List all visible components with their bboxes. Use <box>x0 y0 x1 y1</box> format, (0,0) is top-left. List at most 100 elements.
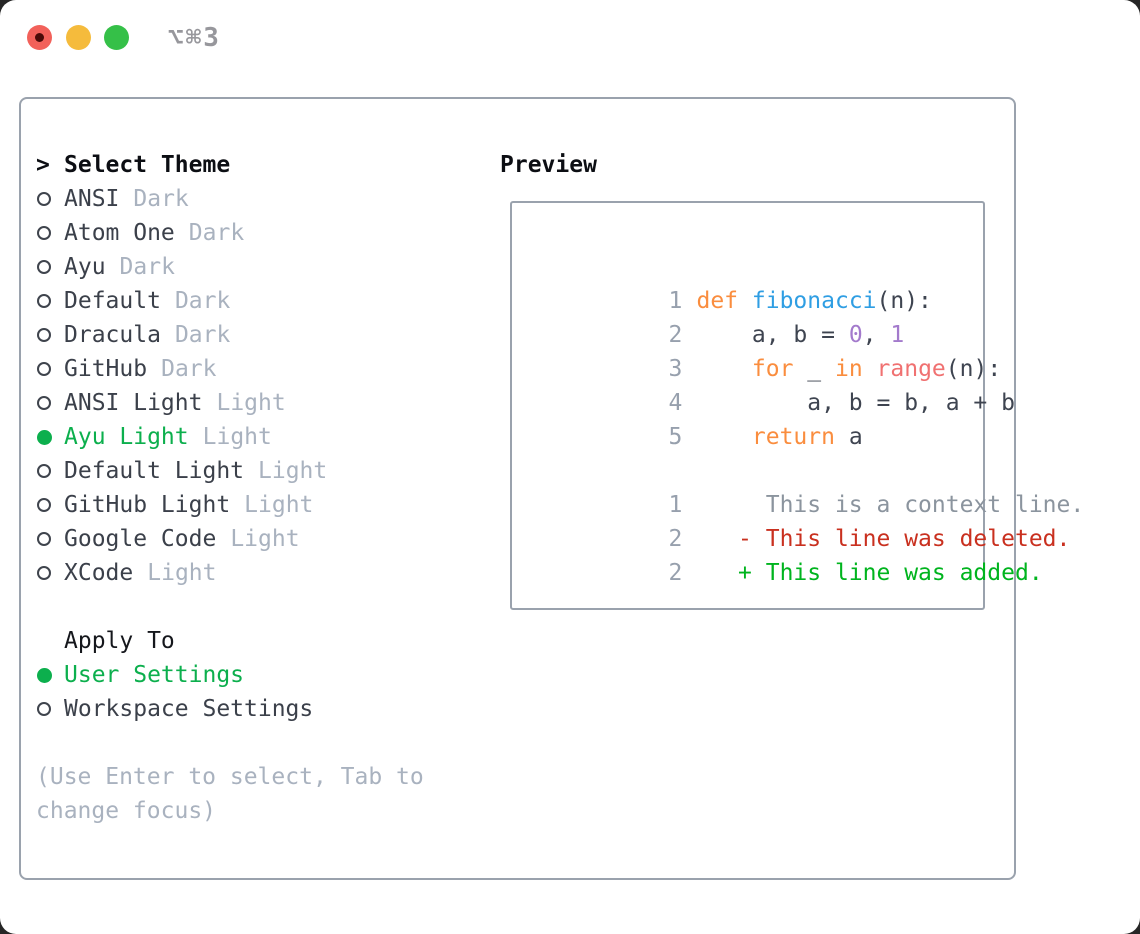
radio-unselected-icon <box>37 498 51 512</box>
theme-option-github-dark[interactable]: GitHub Dark <box>36 352 468 386</box>
radio-unselected-icon <box>37 464 51 478</box>
theme-variant: Light <box>244 492 314 518</box>
code-segment: in <box>834 356 863 382</box>
apply-to-header: Apply To <box>36 624 468 658</box>
preview-title: Preview <box>500 152 597 178</box>
apply-option-label: User Settings <box>64 662 245 688</box>
zoom-button[interactable] <box>104 25 129 50</box>
theme-option-google-code-light[interactable]: Google Code Light <box>36 522 468 556</box>
code-segment <box>696 356 751 382</box>
radio-unselected-icon <box>37 192 51 206</box>
theme-option-xcode-light[interactable]: XCode Light <box>36 556 468 590</box>
theme-name: GitHub Light <box>64 492 231 518</box>
code-line: 3 for _ in range(n): <box>530 318 1001 382</box>
theme-name: GitHub <box>64 356 148 382</box>
theme-option-ayu-light[interactable]: Ayu Light Light <box>36 420 468 454</box>
theme-variant: Light <box>258 458 328 484</box>
cursor-prefix: > <box>36 152 50 178</box>
code-segment: for <box>751 356 794 382</box>
theme-variant: Light <box>202 424 272 450</box>
line-number: 2 <box>668 526 683 552</box>
close-dot-icon <box>35 33 44 42</box>
line-number: 4 <box>668 390 683 416</box>
theme-option-default-dark[interactable]: Default Dark <box>36 284 468 318</box>
code-segment: , <box>862 322 891 348</box>
theme-name: Default <box>64 288 161 314</box>
radio-unselected-icon <box>37 260 51 274</box>
diff-text: - This line was deleted. <box>696 526 1071 552</box>
code-line: 2 a, b = 0, 1 <box>530 284 983 348</box>
apply-to-title: Apply To <box>64 628 175 654</box>
code-segment: a, b = <box>696 322 849 348</box>
code-segment: a <box>834 424 863 450</box>
minimize-button[interactable] <box>66 25 91 50</box>
apply-option-workspace-settings[interactable]: Workspace Settings <box>36 692 468 726</box>
spacer <box>36 590 468 624</box>
radio-selected-icon <box>37 429 52 445</box>
theme-list-column: > Select Theme ANSI Dark Atom One Dark A… <box>36 148 468 828</box>
code-segment <box>738 288 752 314</box>
code-segment: (n): <box>945 356 1002 382</box>
theme-option-ansi-dark[interactable]: ANSI Dark <box>36 182 468 216</box>
radio-unselected-icon <box>37 294 51 308</box>
select-theme-header: > Select Theme <box>36 148 468 182</box>
radio-unselected-icon <box>37 532 51 546</box>
theme-variant: Dark <box>161 356 217 382</box>
radio-unselected-icon <box>37 702 51 716</box>
line-number: 2 <box>668 560 683 586</box>
theme-name: Atom One <box>64 220 175 246</box>
radio-unselected-icon <box>37 566 51 580</box>
radio-unselected-icon <box>37 328 51 342</box>
theme-variant: Light <box>230 526 300 552</box>
code-segment: return <box>751 424 835 450</box>
diff-line-added: 2 + This line was added. <box>530 522 1042 586</box>
code-segment: (n): <box>876 288 932 314</box>
select-theme-title: Select Theme <box>64 152 231 178</box>
code-segment <box>696 424 751 450</box>
spacer <box>36 726 468 760</box>
diff-text: This is a context line. <box>696 492 1085 518</box>
theme-variant: Light <box>216 390 286 416</box>
theme-option-atom-one-dark[interactable]: Atom One Dark <box>36 216 468 250</box>
theme-variant: Light <box>147 560 217 586</box>
code-segment: def <box>696 288 739 314</box>
window-title: ⌥⌘3 <box>168 23 221 53</box>
preview-header: Preview <box>500 148 985 182</box>
line-number: 1 <box>668 492 683 518</box>
theme-option-default-light[interactable]: Default Light Light <box>36 454 468 488</box>
line-number: 1 <box>668 288 683 314</box>
code-line: 5 return a <box>530 386 983 450</box>
theme-picker-panel: > Select Theme ANSI Dark Atom One Dark A… <box>19 97 1084 880</box>
apply-option-user-settings[interactable]: User Settings <box>36 658 468 692</box>
radio-unselected-icon <box>37 226 51 240</box>
theme-option-ansi-light[interactable]: ANSI Light Light <box>36 386 468 420</box>
theme-name: ANSI Light <box>64 390 203 416</box>
diff-text: + This line was added. <box>696 560 1043 586</box>
code-segment: 0 <box>848 322 863 348</box>
code-line: 1 def fibonacci(n): <box>530 250 983 314</box>
theme-variant: Dark <box>119 254 175 280</box>
theme-option-github-light[interactable]: GitHub Light Light <box>36 488 468 522</box>
radio-selected-icon <box>37 667 52 683</box>
code-segment: 1 <box>890 322 905 348</box>
code-segment: _ <box>793 356 835 382</box>
diff-line-context: 1 This is a context line. <box>530 454 1084 518</box>
titlebar: ⌥⌘3 <box>0 0 1140 72</box>
close-button[interactable] <box>27 25 52 50</box>
theme-variant: Dark <box>133 186 189 212</box>
theme-variant: Dark <box>174 322 231 348</box>
theme-option-ayu-dark[interactable]: Ayu Dark <box>36 250 468 284</box>
theme-option-dracula-dark[interactable]: Dracula Dark <box>36 318 468 352</box>
theme-name: XCode <box>64 560 134 586</box>
keyboard-hint: (Use Enter to select, Tab to change focu… <box>36 764 424 824</box>
line-number: 5 <box>668 424 683 450</box>
theme-name: Google Code <box>64 526 217 552</box>
code-segment: fibonacci <box>751 288 877 314</box>
theme-variant: Dark <box>174 288 231 314</box>
theme-name: ANSI <box>64 186 120 212</box>
apply-option-label: Workspace Settings <box>64 696 314 722</box>
radio-unselected-icon <box>37 362 51 376</box>
